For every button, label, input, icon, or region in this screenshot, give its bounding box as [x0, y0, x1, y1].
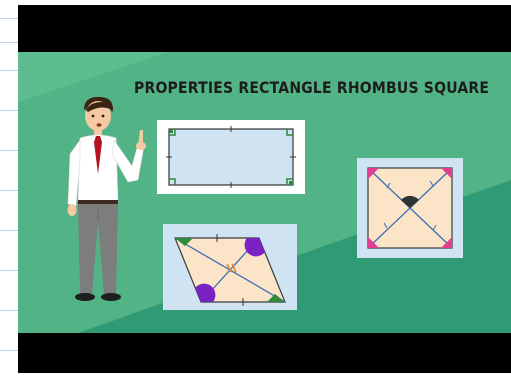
presenter-man-figure: [58, 94, 148, 304]
video-frame[interactable]: PROPERTIES RECTANGLE RHOMBUS SQUARE: [18, 5, 511, 373]
lesson-scene: PROPERTIES RECTANGLE RHOMBUS SQUARE: [18, 52, 511, 333]
rectangle-diagram: [157, 120, 305, 194]
lesson-title: PROPERTIES RECTANGLE RHOMBUS SQUARE: [134, 79, 490, 98]
rhombus-diagram: [163, 224, 297, 310]
square-diagram: [357, 158, 463, 258]
